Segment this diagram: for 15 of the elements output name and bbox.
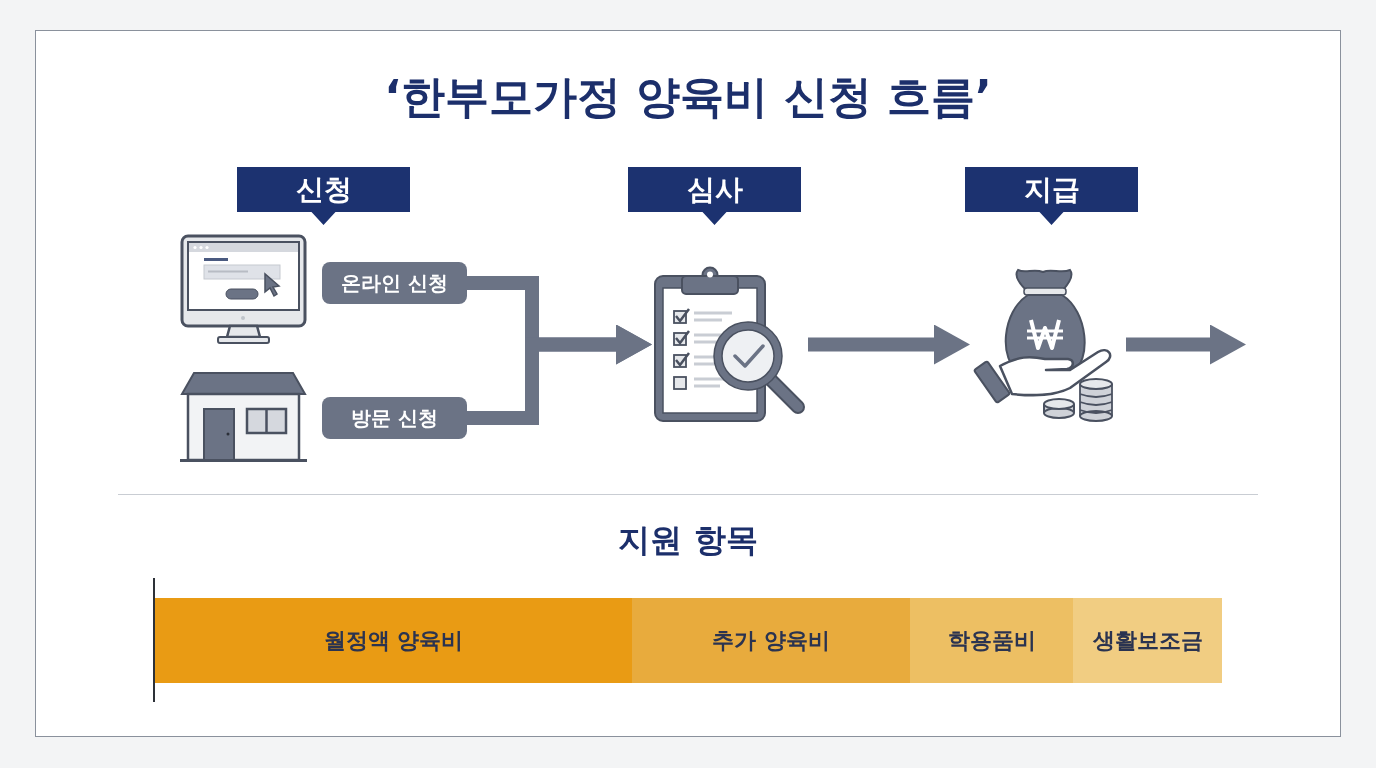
bar-segment: 생활보조금 bbox=[1073, 598, 1222, 683]
title: ‘한부모가정 양육비 신청 흐름’ bbox=[384, 72, 992, 123]
bar-segment: 추가 양육비 bbox=[632, 598, 910, 683]
arrow bbox=[1126, 324, 1246, 365]
stage-tab: 심사 bbox=[628, 167, 801, 225]
method-tag: 온라인 신청 bbox=[322, 262, 467, 304]
stage-tab: 지급 bbox=[965, 167, 1138, 225]
bar-segment: 학용품비 bbox=[910, 598, 1073, 683]
stage-tab: 신청 bbox=[237, 167, 410, 225]
clipboard-icon bbox=[652, 266, 808, 423]
arrow bbox=[467, 324, 652, 425]
section-heading: 지원 항목 bbox=[618, 522, 758, 559]
bar-segment: 월정액 양육비 bbox=[155, 598, 632, 683]
method-tag: 방문 신청 bbox=[322, 397, 467, 439]
arrow bbox=[808, 324, 970, 365]
